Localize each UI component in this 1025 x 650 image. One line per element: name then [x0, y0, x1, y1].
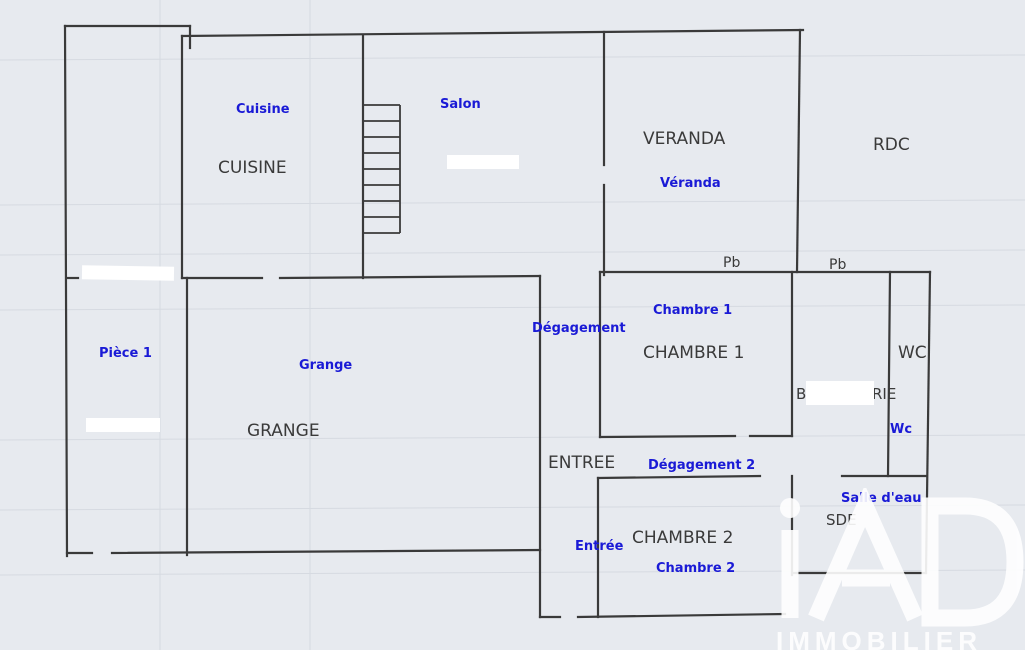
label-veranda-original: VERANDA [643, 129, 726, 149]
label-wc: Wc [890, 422, 913, 437]
label-bu-prefix: B [796, 385, 807, 403]
label-entree-original: ENTREE [548, 453, 616, 473]
label-veranda: Véranda [660, 176, 721, 191]
label-grange-original: GRANGE [247, 421, 320, 441]
watermark-subtitle: IMMOBILIER [776, 626, 982, 650]
redaction-mask-salon [447, 155, 519, 169]
label-entree: Entrée [575, 539, 624, 554]
iad-logo-watermark: IMMOBILIER [776, 488, 1024, 650]
label-degagement: Dégagement [532, 321, 626, 336]
label-chambre-2: Chambre 2 [656, 561, 736, 576]
label-pb-right: Pb [829, 257, 847, 273]
label-cuisine: Cuisine [236, 102, 290, 117]
label-grange: Grange [299, 358, 353, 373]
label-chambre-1: Chambre 1 [653, 303, 733, 318]
redaction-mask-left-top [81, 265, 175, 281]
label-pb-left: Pb [723, 255, 741, 271]
label-chambre1-original: CHAMBRE 1 [643, 343, 745, 363]
label-wc-original: WC [898, 343, 927, 363]
label-chambre2-original: CHAMBRE 2 [632, 528, 734, 548]
label-salon: Salon [440, 97, 481, 112]
label-cuisine-original: CUISINE [218, 158, 287, 178]
label-degagement-2: Dégagement 2 [648, 458, 756, 473]
label-bu-suffix: RIE [872, 385, 897, 403]
label-piece-1: Pièce 1 [99, 346, 152, 361]
redaction-mask-buanderie [806, 381, 874, 405]
label-rdc: RDC [873, 135, 910, 155]
staircase [364, 104, 401, 234]
redaction-mask-remise [86, 418, 160, 432]
